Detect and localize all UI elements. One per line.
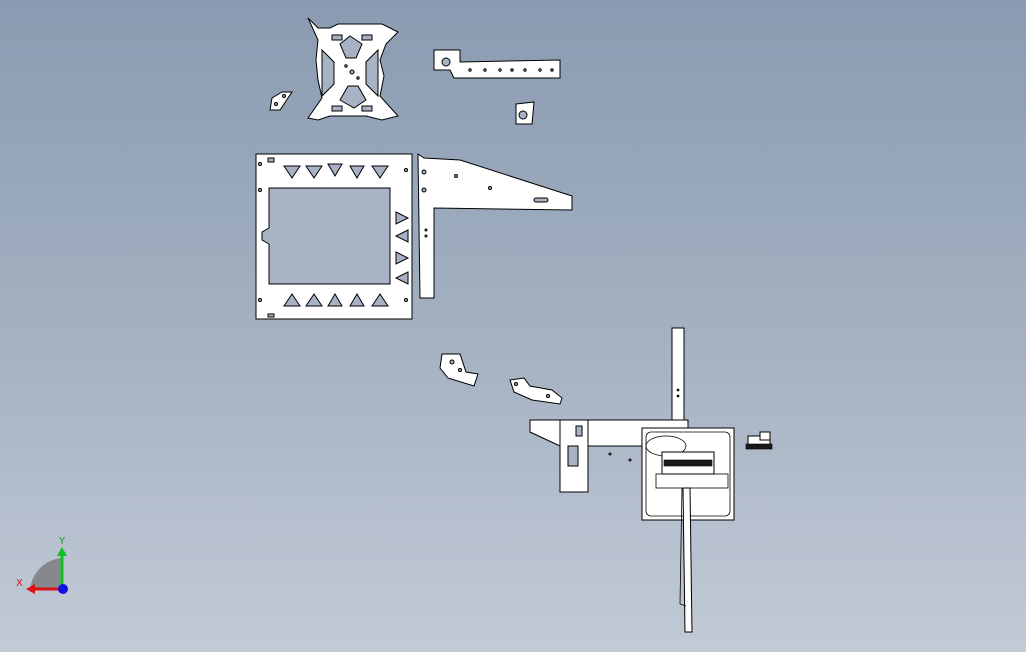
side-triangle-arm[interactable] [417,153,573,299]
base-assembly[interactable] [529,327,735,633]
x-axis-label: X [16,578,23,589]
motor-mount-small[interactable] [515,101,535,125]
foot-bracket-right[interactable] [509,377,563,405]
foot-bracket-left[interactable] [439,353,479,387]
axis-triad: X Y [16,536,68,594]
x-end-bracket-bar[interactable] [433,49,561,79]
frame-plate[interactable] [255,153,413,320]
y-carriage-plate[interactable] [307,17,399,121]
z-axis-dot [58,584,68,594]
small-electronics-block[interactable] [745,431,773,450]
y-axis-label: Y [58,536,66,547]
small-corner-bracket[interactable] [269,91,293,111]
